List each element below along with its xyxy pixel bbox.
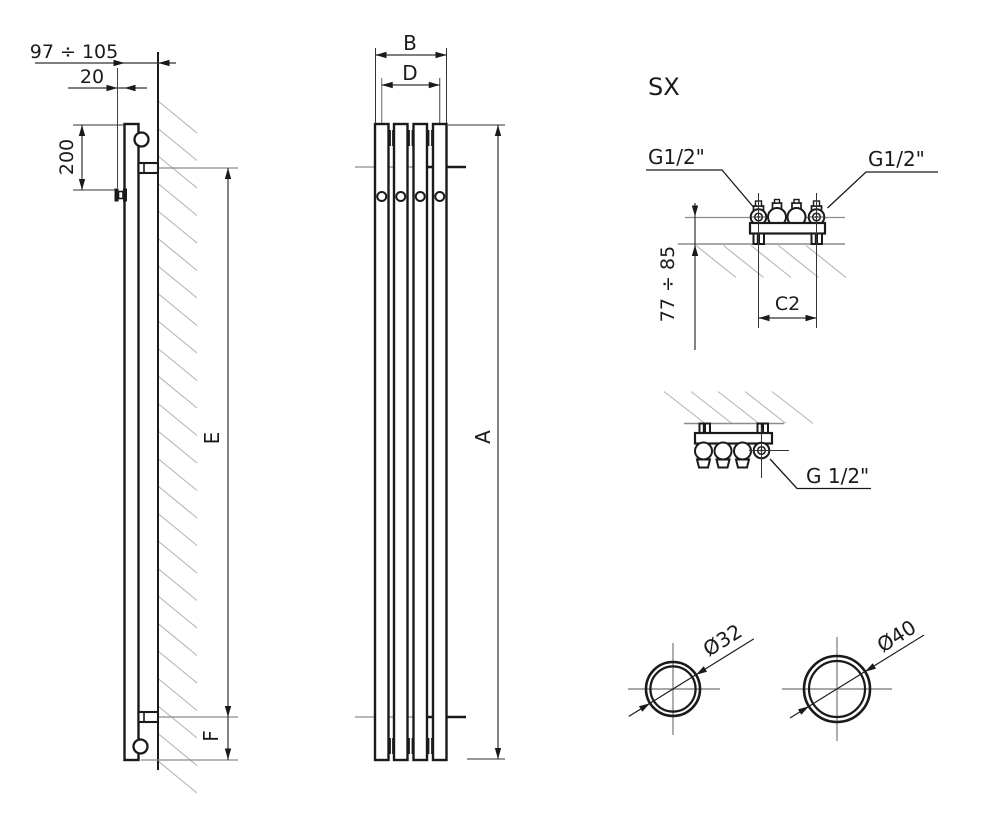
wall-hatch-detail-bottom xyxy=(663,391,814,424)
manifold-bottom xyxy=(693,422,789,478)
vent-holes xyxy=(376,191,446,202)
wall-bracket-bottom xyxy=(137,710,160,724)
dim-bracket-span-label: E xyxy=(200,432,224,445)
dim-97-105: 97 ÷ 105 xyxy=(30,41,176,67)
dim-top-bracket-label: 200 xyxy=(56,139,78,175)
thread-right-label: G1/2" xyxy=(868,147,925,171)
front-fitting xyxy=(114,188,127,202)
air-vent-side-top xyxy=(133,131,150,148)
dim-d40-label: Ø40 xyxy=(873,615,921,657)
side-view: 97 ÷ 105 20 200 E F xyxy=(30,41,238,794)
wall-hatch-detail-top xyxy=(695,245,847,278)
dim-width-label: B xyxy=(403,31,417,55)
dim-200: 200 xyxy=(56,124,125,191)
tube-webs xyxy=(389,130,433,754)
thread-bottom-label: G 1/2" xyxy=(806,464,869,488)
wall-hatch xyxy=(157,100,198,794)
dim-e: E xyxy=(200,168,232,760)
section-d32: Ø32 xyxy=(628,619,755,735)
section-d40: Ø40 xyxy=(782,615,925,741)
tube-sections: Ø32 Ø40 xyxy=(628,615,925,741)
tubes-front xyxy=(373,122,448,762)
dim-c2-label: C2 xyxy=(775,293,800,315)
collector-bar-2 xyxy=(693,431,774,445)
dim-height-label: A xyxy=(471,430,495,444)
manifold-top xyxy=(748,193,827,328)
thread-right: G1/2" xyxy=(827,147,938,209)
thread-left-label: G1/2" xyxy=(648,145,705,169)
dim-bottom-offset-label: F xyxy=(199,730,223,742)
leader-left xyxy=(646,169,754,207)
leader-bottom xyxy=(769,458,871,490)
collector-bar xyxy=(748,221,827,235)
dim-wall-depth-label: 77 ÷ 85 xyxy=(657,246,679,322)
connection-detail-bottom: G 1/2" xyxy=(663,391,871,490)
thread-left: G1/2" xyxy=(646,145,754,207)
dim-d: D xyxy=(381,61,440,89)
thread-bottom: G 1/2" xyxy=(769,458,871,490)
tube-profile-side xyxy=(123,122,140,762)
connection-detail-top: SX xyxy=(646,73,938,350)
dim-77-85: 77 ÷ 85 xyxy=(657,203,699,350)
dim-a: A xyxy=(448,124,505,760)
dim-front-offset-label: 20 xyxy=(80,66,104,88)
dim-c2: C2 xyxy=(758,293,817,322)
dim-d32-label: Ø32 xyxy=(699,619,747,661)
leader-right xyxy=(827,171,938,209)
air-vent-side-bottom xyxy=(132,738,149,755)
dim-20: 20 xyxy=(68,66,147,188)
front-view: B D A xyxy=(355,31,505,762)
dim-f: F xyxy=(199,730,232,760)
dim-wall-distance-label: 97 ÷ 105 xyxy=(30,41,118,63)
variant-label: SX xyxy=(648,73,680,101)
wall-bracket-top xyxy=(137,161,160,175)
dim-connection-spacing-label: D xyxy=(402,61,417,85)
dim-b: B xyxy=(375,31,447,124)
